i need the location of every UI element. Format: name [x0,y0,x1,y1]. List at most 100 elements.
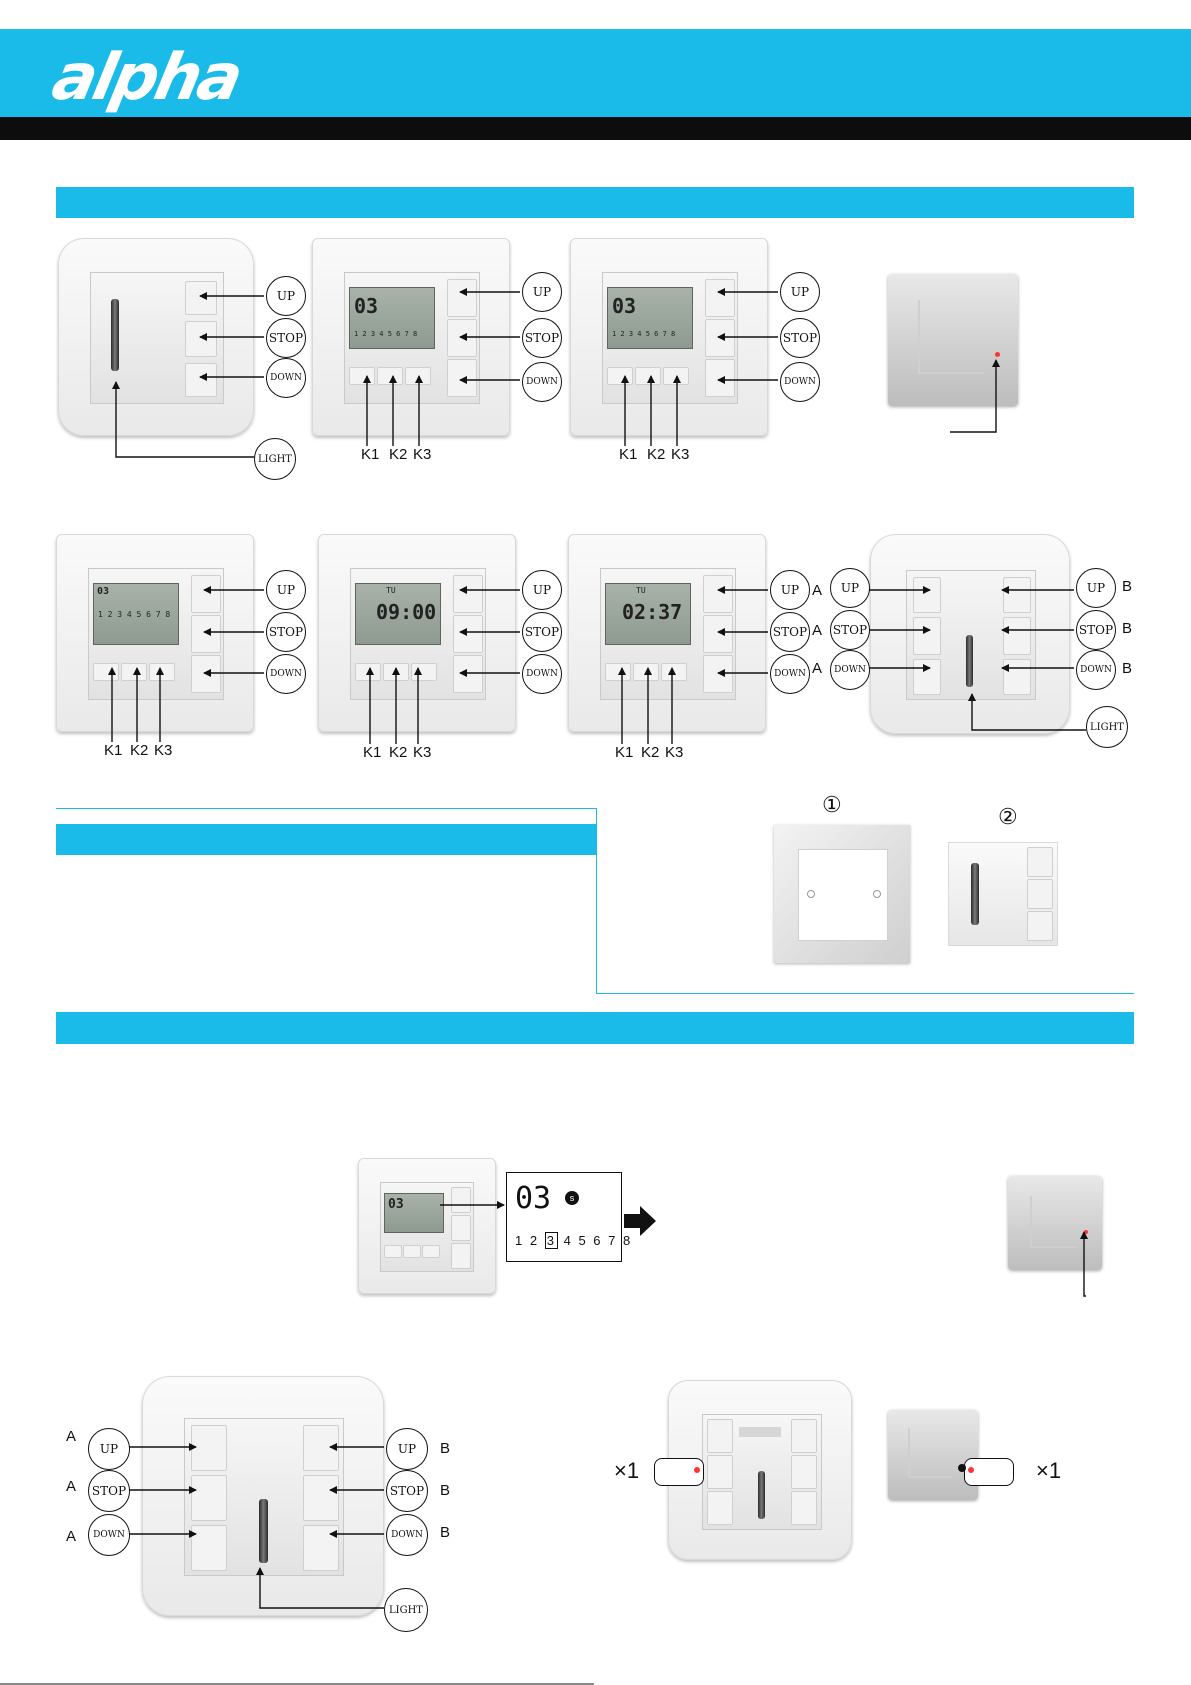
double-switch-medium [668,1380,852,1560]
receiver-unit-small [1008,1176,1102,1270]
b-stop-key[interactable] [791,1455,817,1489]
a-stop-key[interactable] [913,617,941,655]
down-label: DOWN [522,654,562,694]
up-label: UP [770,570,810,610]
up-key[interactable] [705,279,735,317]
k2-label: K2 [389,744,408,761]
lcd-display: 03 1 2 3 4 5 6 7 8 [349,287,435,349]
press-once-label: ×1 [1036,1458,1062,1483]
light-indicator [111,299,119,371]
k1-label: K1 [363,744,382,761]
k1-label: K1 [615,744,634,761]
receiver-led [995,352,1000,357]
up-label: UP [266,570,306,610]
a-down-key[interactable] [191,1525,227,1571]
stop-label: STOP [266,318,306,358]
k1-key[interactable] [384,1245,402,1258]
lcd-clock: 02:37 [622,600,683,624]
up-key[interactable] [1027,847,1053,877]
up-label: UP [522,570,562,610]
down-label: DOWN [1076,650,1116,690]
section-frame-line [596,993,1134,994]
timer-switch-plate-5: TU 02:37 [568,534,766,732]
a-up-key[interactable] [707,1419,733,1453]
stop-key[interactable] [453,615,483,653]
b-label: B [440,1440,451,1457]
lcd-zoom-digit: 7 [608,1233,618,1248]
lcd-day: TU [636,586,646,595]
up-key[interactable] [451,1187,471,1213]
k3-label: K3 [413,744,432,761]
a-stop-key[interactable] [707,1455,733,1489]
lcd-channel: 03 [97,586,110,597]
light-indicator [971,863,979,925]
receiver-inner-frame [908,1428,952,1478]
b-up-key[interactable] [791,1419,817,1453]
b-up-key[interactable] [1003,577,1031,613]
up-label: UP [522,272,562,312]
down-key[interactable] [705,359,735,397]
b-label: B [440,1524,451,1541]
down-key[interactable] [1027,911,1053,941]
lcd-digits: 1 2 3 4 5 6 7 8 [354,330,418,338]
k3-key[interactable] [422,1245,440,1258]
down-label: DOWN [266,358,306,398]
a-label: A [812,660,823,677]
b-up-key[interactable] [303,1425,339,1471]
up-label: UP [780,272,820,312]
up-label: UP [1076,568,1116,608]
down-key[interactable] [447,359,477,397]
down-key[interactable] [453,655,483,693]
b-stop-key[interactable] [1003,617,1031,655]
lcd-display: TU 02:37 [605,583,691,645]
up-key[interactable] [453,575,483,613]
stop-label: STOP [770,612,810,652]
light-indicator [966,635,973,687]
lcd-zoom-digit-row: 1 2 3 4 5 6 7 8 [515,1232,632,1249]
a-up-key[interactable] [913,577,941,613]
stop-label: STOP [1076,610,1116,650]
up-key[interactable] [191,575,221,613]
b-down-key[interactable] [791,1491,817,1525]
b-stop-key[interactable] [303,1475,339,1521]
b-label: B [1122,620,1133,637]
label-window [739,1427,781,1437]
light-indicator [259,1499,268,1563]
up-key[interactable] [703,575,733,613]
down-label: DOWN [830,650,870,690]
k2-label: K2 [389,446,408,463]
up-label: UP [830,568,870,608]
screw-hole [873,890,881,898]
k2-key[interactable] [403,1245,421,1258]
down-label: DOWN [522,362,562,402]
lcd-digits: 1 2 3 4 5 6 7 8 [612,330,676,338]
b-label: B [1122,578,1133,595]
a-down-key[interactable] [707,1491,733,1525]
light-label: LIGHT [384,1588,428,1632]
lcd-channel: 03 [388,1197,404,1212]
up-label: UP [88,1428,130,1470]
lcd-digits: 1 2 3 4 5 6 7 8 [98,610,171,619]
stop-key[interactable] [451,1215,471,1241]
light-indicator [758,1471,765,1519]
k2-label: K2 [130,742,149,759]
stop-label: STOP [88,1470,130,1512]
receiver-inner-frame [918,300,984,374]
lcd-zoom-digit: 4 [563,1233,573,1248]
a-stop-key[interactable] [191,1475,227,1521]
section-bar-3 [56,1012,1134,1044]
receiver-inner-frame [1030,1196,1076,1248]
stop-label: STOP [266,612,306,652]
k1-label: K1 [361,446,380,463]
header-black-bar [0,117,1191,140]
stop-label: STOP [522,318,562,358]
down-key[interactable] [703,655,733,693]
up-key[interactable] [447,279,477,317]
stop-key[interactable] [1027,879,1053,909]
lcd-zoom-digit: 5 [578,1233,588,1248]
down-key[interactable] [451,1243,471,1269]
down-label: DOWN [266,654,306,694]
section-bar-2 [56,824,596,855]
down-label: DOWN [386,1514,428,1556]
